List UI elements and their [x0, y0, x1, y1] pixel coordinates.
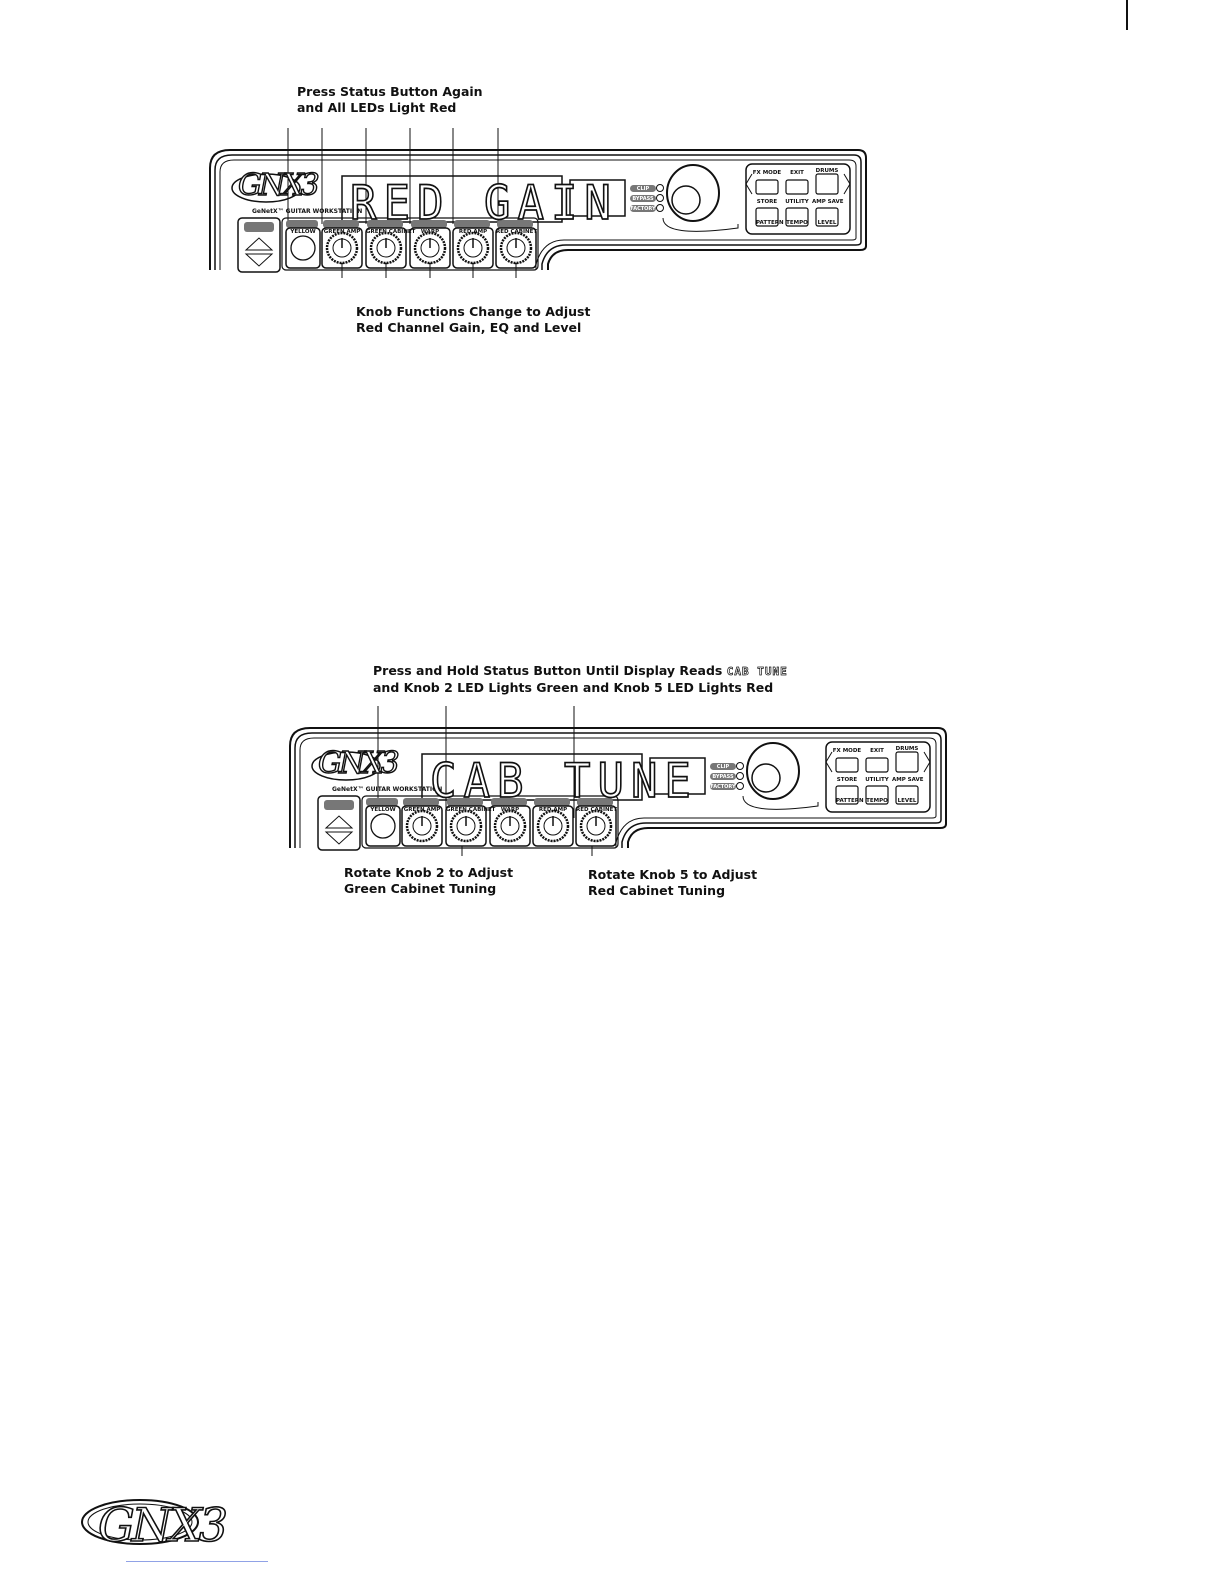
gnx3-unit-figure2: GNX3 GeNetX™ GUITAR WORKSTATION CAB TUNE… — [288, 706, 948, 856]
callout-line: Rotate Knob 5 to Adjust — [588, 867, 758, 882]
figure2-top-callout: Press and Hold Status Button Until Displ… — [373, 663, 788, 696]
utility-label: UTILITY — [785, 199, 809, 205]
callout-line: Rotate Knob 2 to Adjust — [344, 865, 514, 880]
callout-line: Red Cabinet Tuning — [588, 883, 726, 898]
pattern-label: PATTERN — [836, 798, 864, 804]
callout-line: Press and Hold Status Button Until Displ… — [373, 663, 788, 680]
footer-gnx3-logo: GNX3 — [97, 1497, 229, 1553]
pattern-label: PATTERN — [756, 220, 784, 226]
callout-line: Press Status Button Again — [297, 84, 483, 99]
figure1-top-callout: Press Status Button Again and All LEDs L… — [297, 84, 483, 116]
drums-label: DRUMS — [815, 168, 839, 174]
figure2-left-callout: Rotate Knob 2 to Adjust Green Cabinet Tu… — [344, 865, 513, 897]
knob-label-green-cabinet: GREEN CABINET — [446, 807, 496, 813]
level-label: LEVEL — [817, 220, 837, 226]
store-label: STORE — [836, 777, 858, 783]
callout-line: and Knob 2 LED Lights Green and Knob 5 L… — [373, 680, 774, 695]
clip-label: CLIP — [716, 764, 730, 770]
callout-line: and All LEDs Light Red — [297, 100, 457, 115]
store-label: STORE — [756, 199, 778, 205]
utility-label: UTILITY — [865, 777, 889, 783]
callout-line: Knob Functions Change to Adjust — [356, 304, 591, 319]
exit-label: EXIT — [870, 748, 884, 754]
knob-label-warp: WARP — [500, 807, 520, 813]
bypass-label: BYPASS — [712, 774, 734, 780]
callout-text: Press and Hold Status Button Until Displ… — [373, 663, 723, 678]
knob-label-warp: WARP — [420, 229, 440, 235]
callout-line: Red Channel Gain, EQ and Level — [356, 320, 582, 335]
knob-label-red-cabinet: RED CABINET — [576, 807, 618, 813]
figure2-right-callout: Rotate Knob 5 to Adjust Red Cabinet Tuni… — [588, 867, 757, 899]
callout-line: Green Cabinet Tuning — [344, 881, 497, 896]
amp-save-label: AMP SAVE — [812, 199, 844, 205]
amp-save-label: AMP SAVE — [892, 777, 924, 783]
fx-mode-label: FX MODE — [752, 170, 782, 176]
footer-logo-swoosh — [81, 1499, 268, 1562]
fx-mode-label: FX MODE — [832, 748, 862, 754]
unit-subtitle: GeNetX™ GUITAR WORKSTATION — [332, 786, 443, 793]
knob-label-green-amp: GREEN AMP — [403, 807, 441, 813]
exit-label: EXIT — [790, 170, 804, 176]
callout-display-text: CAB TUNE — [726, 665, 788, 679]
unit-subtitle: GeNetX™ GUITAR WORKSTATION — [252, 208, 363, 215]
knob-label-green-cabinet: GREEN CABINET — [366, 229, 416, 235]
figure1-bottom-callout: Knob Functions Change to Adjust Red Chan… — [356, 304, 590, 336]
gnx3-logo: GNX3 — [317, 745, 400, 781]
factory-label: FACTORY — [630, 206, 656, 212]
knob-label-yellow: YELLOW — [370, 807, 396, 813]
gnx3-logo: GNX3 — [237, 167, 320, 203]
tempo-label: TEMPO — [786, 220, 808, 226]
knob-label-green-amp: GREEN AMP — [323, 229, 361, 235]
knob-label-red-amp: RED AMP — [538, 807, 568, 813]
drums-label: DRUMS — [895, 746, 919, 752]
main-display: RED GAIN — [349, 175, 618, 231]
footer-logo: GNX3 — [78, 1492, 268, 1562]
tempo-label: TEMPO — [866, 798, 888, 804]
knob-label-red-amp: RED AMP — [458, 229, 488, 235]
bypass-label: BYPASS — [632, 196, 654, 202]
page-edge-bar — [1126, 0, 1128, 30]
factory-label: FACTORY — [710, 784, 736, 790]
clip-label: CLIP — [636, 186, 650, 192]
gnx3-unit-figure1: GNX3 GeNetX™ GUITAR WORKSTATION RED GAIN… — [208, 128, 868, 278]
level-label: LEVEL — [897, 798, 917, 804]
knob-label-red-cabinet: RED CABINET — [496, 229, 538, 235]
main-display: CAB TUNE — [429, 753, 698, 809]
knob-label-yellow: YELLOW — [290, 229, 316, 235]
